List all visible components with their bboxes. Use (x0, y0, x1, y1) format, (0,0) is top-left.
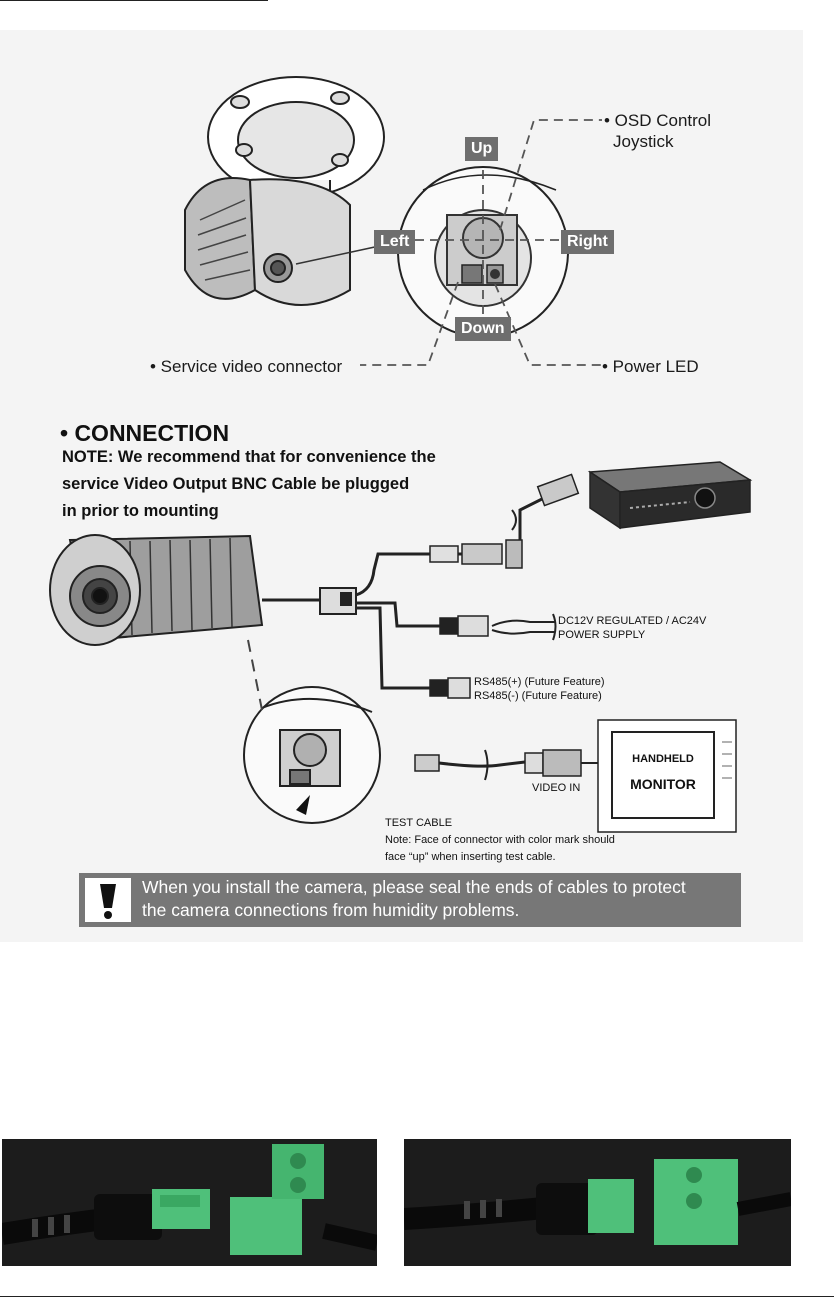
warning-line2: the camera connections from humidity pro… (142, 899, 732, 922)
camera-body-illustration (185, 178, 398, 305)
monitor-line1: HANDHELD (612, 753, 714, 765)
rs485-plus: RS485(+) (Future Feature) (474, 675, 605, 689)
power-line1: DC12V REGULATED / AC24V (558, 614, 706, 628)
rs485-minus: RS485(-) (Future Feature) (474, 689, 605, 703)
label-left: Left (374, 230, 415, 254)
connector-photo-right (404, 1139, 791, 1266)
power-line2: POWER SUPPLY (558, 628, 706, 642)
bottom-rule (0, 1296, 834, 1297)
warning-line1: When you install the camera, please seal… (142, 876, 732, 899)
test-cable-text: TEST CABLE Note: Face of connector with … (385, 815, 615, 866)
dvr-recorder-illustration (590, 462, 750, 528)
rs485-label: RS485(+) (Future Feature) RS485(-) (Futu… (474, 675, 605, 703)
rs485-connector (430, 678, 470, 698)
monitor-line2: MONITOR (612, 776, 714, 792)
warning-text: When you install the camera, please seal… (142, 876, 732, 922)
test-note-line1: Note: Face of connector with color mark … (385, 832, 615, 849)
test-cable-illustration (415, 750, 600, 780)
label-right: Right (561, 230, 614, 254)
exclamation-icon (85, 878, 131, 922)
power-connector (440, 614, 556, 640)
callout-osd-line1: • OSD Control (604, 110, 711, 131)
power-supply-label: DC12V REGULATED / AC24V POWER SUPPLY (558, 614, 706, 642)
label-down: Down (455, 317, 511, 341)
top-rule (0, 0, 268, 1)
bnc-connectors (430, 474, 578, 568)
callout-osd-joystick: • OSD Control Joystick (604, 110, 711, 152)
callout-osd-line2: Joystick (604, 131, 711, 152)
camera-osd-diagram (0, 30, 803, 400)
test-note-line2: face “up” when inserting test cable. (385, 849, 615, 866)
video-in-label: VIDEO IN (532, 781, 580, 795)
connection-heading: • CONNECTION (60, 420, 229, 447)
callout-power-led: • Power LED (602, 356, 699, 377)
label-up: Up (465, 137, 498, 161)
connector-photo-left (2, 1139, 377, 1266)
callout-service-connector: • Service video connector (150, 356, 342, 377)
test-port-zoom-circle (244, 640, 380, 823)
test-cable-label: TEST CABLE (385, 815, 615, 832)
bullet-camera-illustration (50, 535, 262, 645)
connection-diagram (0, 450, 803, 870)
